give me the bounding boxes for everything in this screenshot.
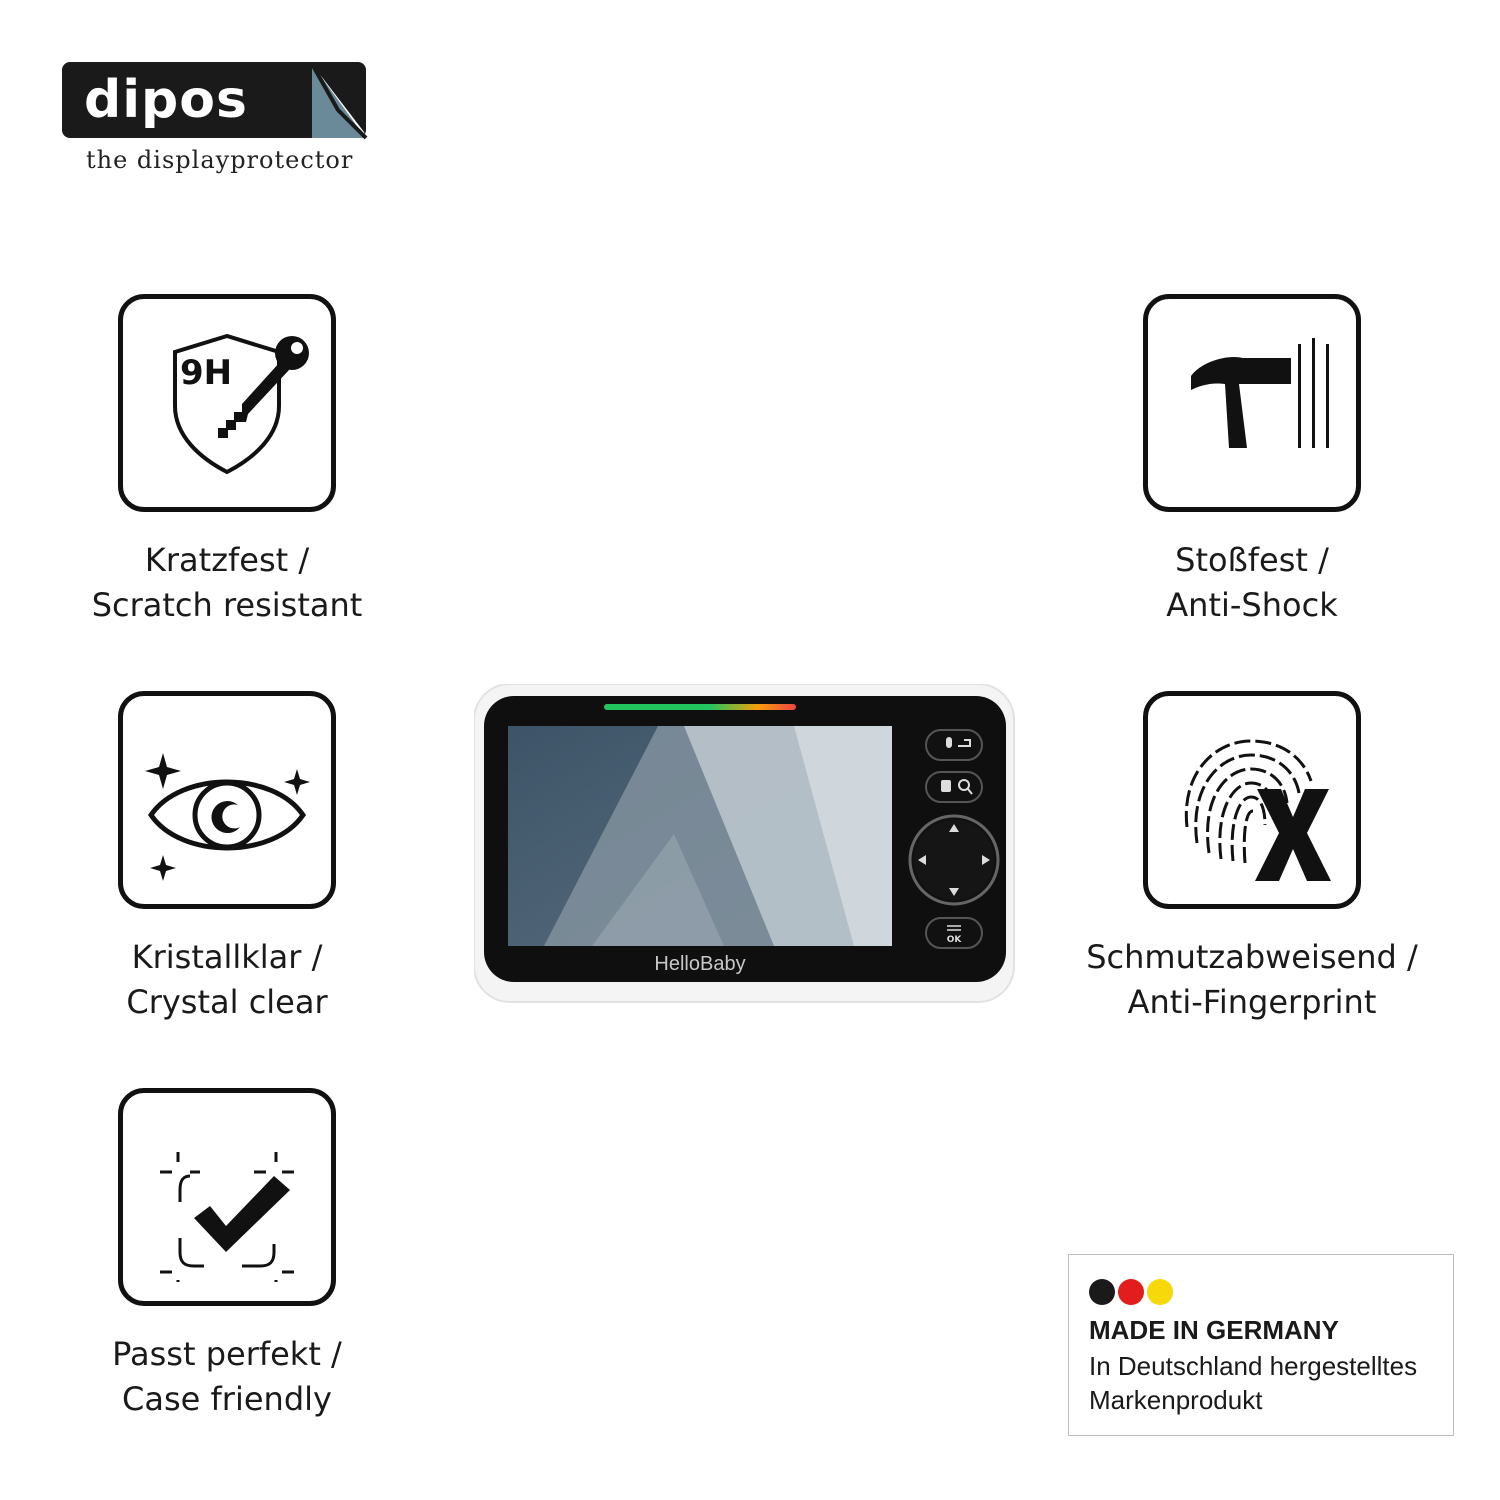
- ok-button-label: OK: [947, 935, 963, 945]
- brand-logo: dipos the displayprotector: [62, 62, 368, 182]
- badge-subtitle: In Deutschland hergestelltes Markenprodu…: [1089, 1351, 1418, 1415]
- germany-flag-dots: [1089, 1279, 1173, 1305]
- hammer-icon: [1191, 338, 1329, 448]
- brand-name: dipos: [84, 70, 248, 130]
- feature-caption-en: Scratch resistant: [91, 586, 363, 624]
- feature-crystal-clear: Kristallklar / Crystal clear: [17, 691, 437, 1025]
- feature-icon-box: [118, 1088, 336, 1306]
- page-curl-icon: [310, 63, 368, 140]
- baby-monitor-device: OK HelloBaby: [473, 683, 1018, 1008]
- feature-anti-fingerprint: Schmutzabweisend / Anti-Fingerprint: [1042, 691, 1462, 1025]
- feature-case-friendly: Passt perfekt / Case friendly: [17, 1088, 437, 1422]
- feature-icon-box: [1143, 294, 1361, 512]
- device-brand-label: HelloBaby: [654, 953, 745, 975]
- feature-caption-de: Schmutzabweisend /: [1086, 938, 1418, 976]
- feature-caption-de: Kristallklar /: [131, 938, 323, 976]
- brand-tagline: the displayprotector: [86, 146, 354, 174]
- feature-caption-en: Crystal clear: [126, 983, 328, 1021]
- feature-icon-box: [1143, 691, 1361, 909]
- eye-sparkle-icon: [145, 753, 310, 881]
- flag-dot-black: [1089, 1279, 1115, 1305]
- frame-check-icon: [160, 1152, 294, 1282]
- shield-key-icon: 9H: [173, 333, 309, 475]
- feature-caption-de: Passt perfekt /: [112, 1335, 342, 1373]
- monitor-illustration: OK HelloBaby: [473, 683, 1015, 1003]
- feature-caption-de: Stoßfest /: [1175, 541, 1329, 579]
- flag-dot-gold: [1147, 1279, 1173, 1305]
- feature-icon-box: [118, 691, 336, 909]
- feature-caption-de: Kratzfest /: [144, 541, 310, 579]
- fingerprint-x-icon: [1184, 739, 1331, 881]
- feature-caption-en: Anti-Shock: [1166, 586, 1338, 624]
- feature-caption-en: Anti-Fingerprint: [1127, 983, 1377, 1021]
- feature-icon-box: 9H: [118, 294, 336, 512]
- badge-title: MADE IN GERMANY: [1089, 1315, 1339, 1345]
- feature-scratch-resistant: 9H Kratzfest / Scratch resistant: [17, 294, 437, 628]
- feature-caption-en: Case friendly: [122, 1380, 332, 1418]
- flag-dot-red: [1118, 1279, 1144, 1305]
- feature-anti-shock: Stoßfest / Anti-Shock: [1042, 294, 1462, 628]
- made-in-germany-badge: MADE IN GERMANY In Deutschland hergestel…: [1068, 1254, 1454, 1436]
- 9h-label: 9H: [180, 353, 232, 393]
